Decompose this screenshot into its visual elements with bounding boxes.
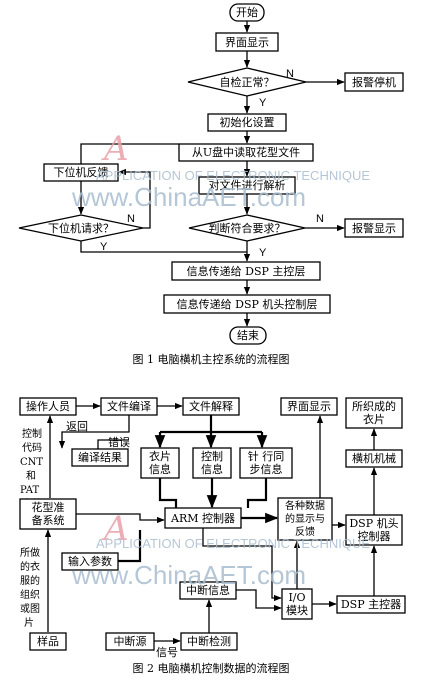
svg-text:DSP 机头: DSP 机头 [349,516,398,530]
svg-text:片: 片 [24,616,34,629]
node-read-file-label: 从U盘中读取花型文件 [192,145,300,159]
svg-text:信息: 信息 [201,462,223,476]
label-n-2: N [127,213,135,225]
watermark-1: A APPLICATION OF ELECTRONIC TECHNIQUE ww… [71,129,370,212]
node-lower-response-label: 下位机反馈 [54,165,109,179]
node-alarm-display-label: 报警显示 [352,221,396,235]
node-end-label: 结束 [237,329,259,342]
box-params-label: 输入参数 [68,554,112,568]
box-dsp-head [345,514,403,546]
box-feedback [277,497,333,541]
watermark-application: APPLICATION OF ELECTRONIC TECHNIQUE [96,168,370,183]
box-file-parse-label: 文件解释 [189,399,233,413]
svg-text:所做: 所做 [20,546,40,559]
svg-text:的显示与: 的显示与 [285,512,325,525]
node-init-label: 初始化设置 [220,115,275,129]
node-end [229,326,267,345]
label-error: 错误 [108,435,130,449]
svg-text:信息: 信息 [149,462,171,476]
label-y-1: Y [259,97,267,109]
box-int-detect-label: 中断检测 [187,634,231,648]
label-signal: 信号 [156,646,178,659]
svg-text:备系统: 备系统 [32,513,65,527]
box-pattern-prep [19,498,77,530]
node-display-label: 界面显示 [225,36,269,49]
box-dsp-main [336,595,406,614]
figure-2-caption: 图 2 电脑横机控制数据的流程图 [133,661,290,675]
svg-text:和: 和 [26,470,36,482]
box-knit-piece-l2: 衣片 [363,412,385,426]
watermark-logo-2: A [101,509,129,549]
box-needle-sync [239,447,293,479]
left-vertical-text: 控制 代码 CNT 和 PAT 文件 [20,427,43,510]
svg-text:控制器: 控制器 [358,529,391,543]
decision-selftest-label: 自检正常？ [220,75,275,89]
made-clothes-text: 所做 的衣 服的 组织 或图 片 [20,546,40,629]
node-read-file [178,143,314,162]
svg-text:或图: 或图 [20,603,40,615]
svg-text:各种数据: 各种数据 [285,499,325,512]
svg-text:衣片: 衣片 [149,449,171,463]
figure-2-flowchart: 操作人员 文件编译 文件解释 界面显示 所织成的 衣片 返回 错误 编译结果 控… [19,397,406,675]
svg-text:CNT: CNT [20,457,43,468]
node-alarm-stop [344,72,404,92]
svg-text:步信息: 步信息 [250,462,283,476]
svg-text:针 行同: 针 行同 [248,449,285,463]
watermark-application-2: APPLICATION OF ELECTRONIC TECHNIQUE [96,536,370,551]
svg-text:组织: 组织 [20,588,40,601]
box-sample [29,632,67,651]
box-arm-label: ARM 控制器 [170,511,235,525]
label-y-2: Y [100,241,108,253]
box-int-source-label: 中断源 [114,634,147,648]
decision-lower-request-label: 下位机请求？ [48,221,114,235]
box-file-compile-label: 文件编译 [107,399,151,413]
label-n-3: N [316,213,324,225]
node-to-dsp-main [171,261,321,281]
decision-judge-label: 判断符合要求？ [209,221,286,235]
box-compile-result-label: 编译结果 [78,450,122,464]
figure-1-caption: 图 1 电脑横机主控系统的流程图 [133,352,290,366]
box-ui-display [280,397,338,416]
watermark-2: A APPLICATION OF ELECTRONIC TECHNIQUE ww… [71,509,370,590]
label-n-1: N [286,68,294,80]
box-operator-label: 操作人员 [26,399,70,413]
box-compile-result [71,448,129,467]
box-machine-label: 横机机械 [352,451,396,465]
svg-text:控制: 控制 [201,449,223,463]
box-dsp-main-label: DSP 主控器 [341,597,401,611]
box-knit-piece [345,397,403,429]
svg-text:代码: 代码 [22,442,42,454]
svg-text:服的: 服的 [20,574,40,587]
node-to-dsp-head-label: 信息传递给 DSP 机头控制层 [177,297,318,311]
svg-text:I/O: I/O [288,591,305,604]
label-y-3: Y [259,247,267,259]
svg-text:反馈: 反馈 [295,525,315,538]
box-knit-piece-l1: 所织成的 [352,399,396,413]
box-ui-display-label: 界面显示 [287,400,331,413]
svg-text:花型准: 花型准 [32,500,65,514]
node-alarm-display [344,218,404,238]
svg-text:的衣: 的衣 [20,560,40,573]
watermark-logo: A [101,129,129,169]
node-start-label: 开始 [236,5,258,19]
node-to-dsp-main-label: 信息传递给 DSP 主控层 [187,264,306,278]
svg-text:PAT: PAT [20,485,39,496]
box-io [281,588,313,620]
box-interrupt-info-label: 中断信息 [186,583,230,597]
svg-text:模块: 模块 [286,604,308,617]
svg-text:控制: 控制 [22,427,42,440]
watermark-site: www.ChinaAET.com [71,182,306,212]
label-back: 返回 [66,420,88,433]
node-parse-label: 对文件进行解析 [209,178,286,192]
node-alarm-stop-label: 报警停机 [352,75,396,89]
figure-1-flowchart: 开始 界面显示 自检正常？ N 报警停机 Y 初始化设置 从U盘中读取花型文件 … [18,3,404,366]
box-sample-label: 样品 [37,634,59,648]
watermark-site-2: www.ChinaAET.com [71,560,306,590]
